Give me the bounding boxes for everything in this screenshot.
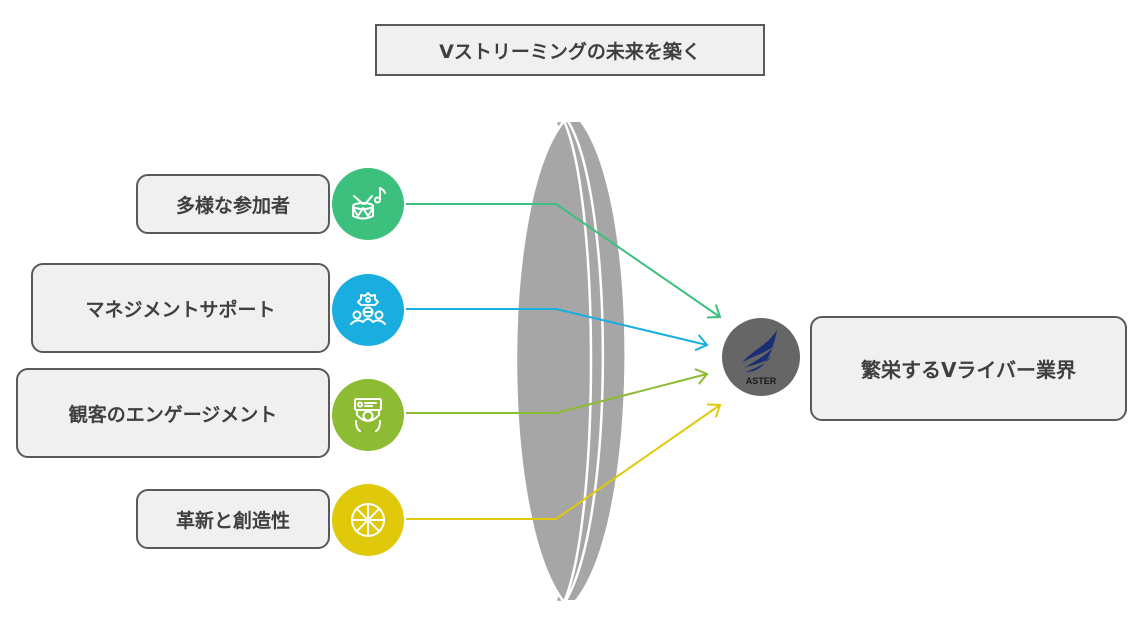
arrowhead-icon	[706, 403, 722, 418]
aster-logo: ASTER	[722, 318, 800, 396]
team-gear-icon	[332, 274, 404, 346]
input-label-box: 革新と創造性	[136, 489, 330, 549]
citrus-slice-icon	[332, 484, 404, 556]
arrowhead-icon	[694, 368, 709, 385]
input-label: マネジメントサポート	[85, 298, 276, 321]
connection-line	[406, 373, 708, 414]
wing-icon	[742, 330, 777, 372]
camera-audience-icon	[332, 379, 404, 451]
connection-line	[406, 203, 721, 318]
input-label-box: 多様な参加者	[136, 174, 330, 234]
drum-music-icon	[332, 168, 404, 240]
lens-front	[514, 118, 593, 605]
input-label: 観客のエンゲージメント	[68, 403, 278, 426]
result-label: 繁栄するVライバー業界	[860, 358, 1077, 382]
input-label: 革新と創造性	[175, 509, 290, 532]
logo-text: ASTER	[746, 376, 777, 386]
diagram-title: Vストリーミングの未来を築く	[375, 24, 765, 76]
result-box: 繁栄するVライバー業界	[810, 316, 1127, 421]
input-label: 多様な参加者	[175, 194, 290, 217]
connection-line	[406, 404, 721, 520]
input-label-box: 観客のエンゲージメント	[16, 368, 330, 458]
connection-line	[406, 308, 708, 346]
arrowhead-icon	[694, 334, 709, 352]
input-label-box: マネジメントサポート	[31, 263, 330, 353]
diagram-title-text: Vストリーミングの未来を築く	[439, 40, 701, 63]
arrowhead-icon	[706, 304, 722, 319]
